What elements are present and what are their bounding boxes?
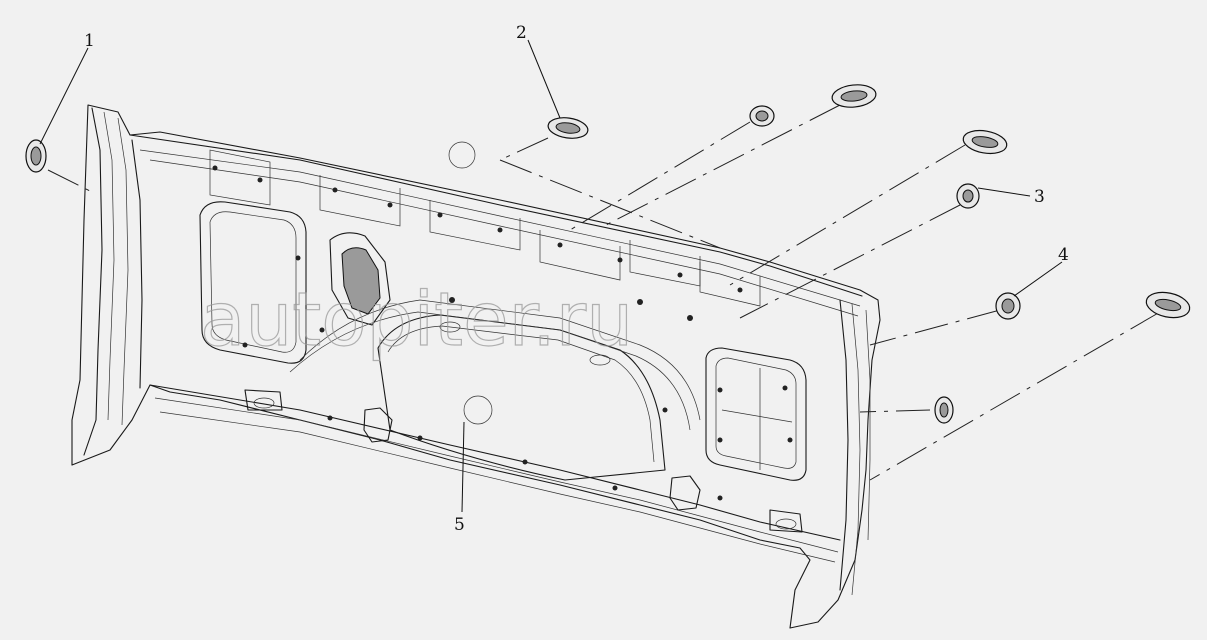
oval-plug [962, 129, 1008, 155]
grommet-part-1 [25, 139, 47, 173]
oval-plug [1145, 291, 1191, 319]
rear-panel-body [71, 104, 881, 629]
callouts: 1 2 3 4 5 [39, 23, 1069, 535]
callout-4: 4 [1058, 245, 1069, 265]
callout-1: 1 [84, 31, 95, 51]
oval-plug [831, 84, 877, 108]
round-plug-part-3 [956, 183, 980, 209]
grommet [934, 396, 954, 424]
leader-1 [39, 47, 89, 145]
round-plug [749, 105, 775, 127]
leader-4 [1013, 261, 1063, 297]
watermark-text: autopiter.ru [200, 277, 633, 363]
assembly-lines [47, 104, 1161, 481]
oval-plug-part-2 [547, 117, 589, 139]
leader-3 [977, 187, 1031, 197]
callout-2: 2 [516, 23, 527, 43]
parts [25, 84, 1191, 424]
round-plug-part-4 [995, 292, 1021, 320]
callout-5: 5 [454, 515, 465, 535]
callout-3: 3 [1034, 187, 1045, 207]
leader-5 [461, 421, 465, 513]
leader-2 [527, 39, 561, 119]
